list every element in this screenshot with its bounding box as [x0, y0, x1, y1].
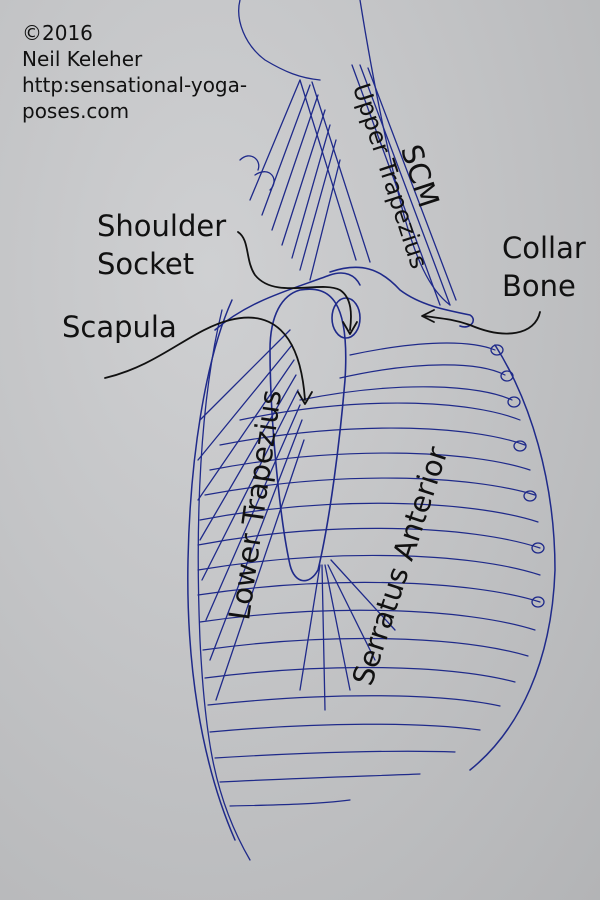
front-outline: [469, 344, 556, 771]
label-scapula: Scapula: [62, 310, 177, 344]
credit-domain: poses.com: [22, 99, 130, 123]
label-shoulder: Shoulder: [97, 209, 227, 243]
shoulder-arrowhead: [342, 321, 358, 335]
rib-end-marks: [490, 344, 545, 608]
head-outline: [238, 0, 321, 81]
serratus-fibers: [299, 559, 396, 711]
label-socket: Socket: [97, 247, 195, 281]
lower-trapezius-fibers: [197, 329, 305, 701]
label-bone: Bone: [502, 269, 576, 303]
scm-fibers: [351, 64, 457, 306]
spine-line: [197, 309, 251, 861]
label-collar: Collar: [502, 231, 586, 265]
scapula-spine: [214, 272, 361, 331]
upper-trapezius-fibers: [249, 79, 371, 281]
collar-bone: [329, 266, 475, 328]
credit-url: http:sensational-yoga-: [22, 73, 248, 97]
scapula-arrow: [104, 316, 306, 401]
jaw-scribble: [239, 155, 275, 191]
collar-arrowhead: [421, 309, 435, 323]
scapula-arrowhead: [297, 391, 313, 405]
credit-copyright: ©2016: [22, 21, 93, 45]
shoulder-socket: [331, 297, 361, 339]
shoulder-arrow: [237, 231, 352, 331]
credit-author: Neil Keleher: [22, 47, 143, 71]
leader-arrows: [104, 231, 541, 405]
rib-cage: [197, 342, 541, 807]
collar-arrow: [424, 311, 541, 335]
